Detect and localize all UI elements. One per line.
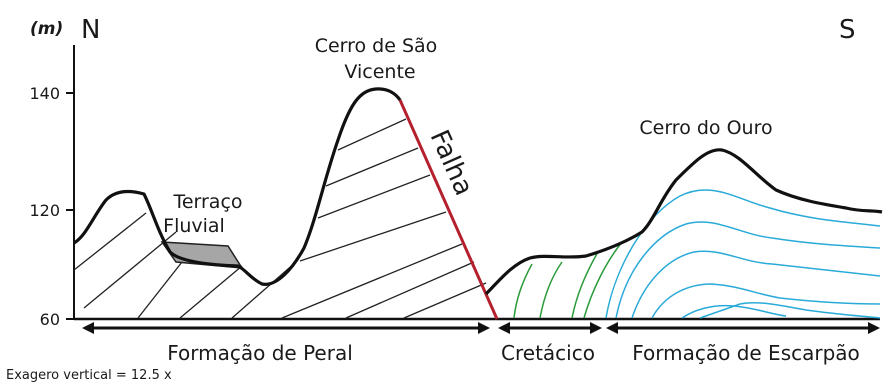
escarpao-strata <box>605 189 881 319</box>
terraco-label-line2: Fluvial <box>163 215 225 237</box>
formation-escarpao-label: Formação de Escarpão <box>632 341 860 365</box>
fault-label: Falha <box>424 126 479 200</box>
cerro-sao-vicente-label-line1: Cerro de São <box>315 35 438 57</box>
vertical-exaggeration-note: Exagero vertical = 12.5 x <box>6 368 172 383</box>
south-label: S <box>839 15 856 45</box>
cerro-ouro-label: Cerro do Ouro <box>639 117 772 139</box>
north-label: N <box>81 15 100 45</box>
formation-arrows <box>82 322 880 334</box>
formation-cretacico-label: Cretácico <box>501 341 595 365</box>
cretacico-strata <box>513 241 623 319</box>
unit-label: (m) <box>30 19 63 39</box>
cerro-sao-vicente-label-line2: Vicente <box>344 61 415 83</box>
topographic-profile <box>73 87 883 296</box>
y-tick-label-120: 120 <box>29 201 60 220</box>
formation-peral-label: Formação de Peral <box>167 341 353 365</box>
fault-line <box>398 99 499 320</box>
y-tick-label-60: 60 <box>40 310 60 329</box>
terraco-label-line1: Terraço <box>172 191 242 213</box>
peral-strata <box>73 118 487 319</box>
y-tick-label-140: 140 <box>29 84 60 103</box>
